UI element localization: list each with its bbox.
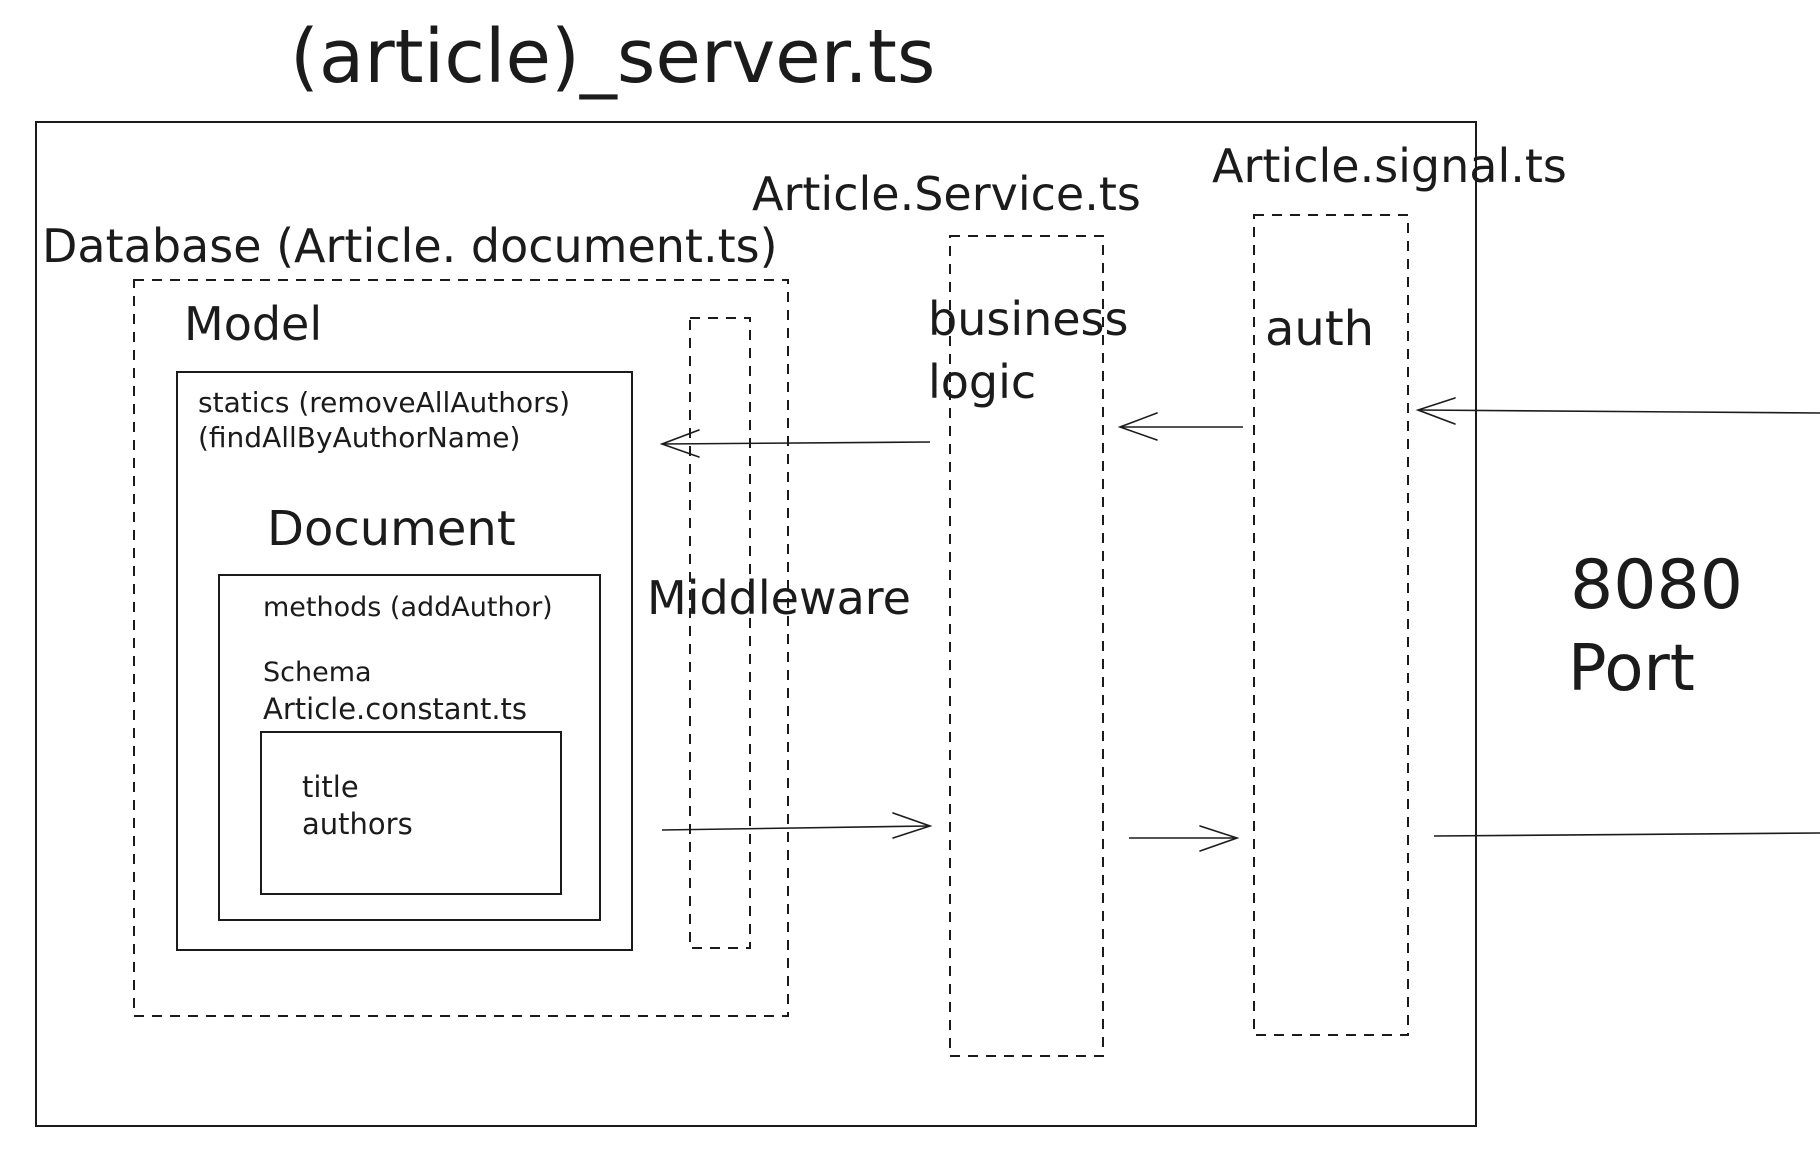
- statics-line-1: statics (removeAllAuthors): [198, 386, 570, 419]
- signal-file-label: Article.signal.ts: [1212, 139, 1567, 193]
- response-arrow-model-to-service: [661, 812, 933, 839]
- server-frame: [35, 121, 1477, 1127]
- database-container: [133, 279, 789, 1017]
- schema-label: Schema: [263, 657, 372, 688]
- field-title: title: [302, 770, 359, 804]
- request-arrow-service-to-model: [659, 429, 931, 458]
- business-logic-line-1: business: [928, 292, 1129, 346]
- port-label: Port: [1568, 632, 1695, 706]
- auth-label: auth: [1265, 301, 1374, 357]
- diagram-title: (article)_server.ts: [290, 14, 935, 100]
- service-column: [949, 235, 1104, 1057]
- service-file-label: Article.Service.ts: [752, 167, 1141, 221]
- statics-line-2: (findAllByAuthorName): [198, 421, 520, 454]
- middleware-label: Middleware: [647, 571, 911, 625]
- response-line-auth-to-port: [1433, 832, 1820, 837]
- database-label: Database (Article. document.ts): [42, 219, 778, 273]
- port-number: 8080: [1570, 546, 1743, 625]
- business-logic-line-2: logic: [928, 355, 1036, 409]
- document-label: Document: [267, 501, 516, 557]
- statics-box: [176, 371, 633, 951]
- schema-file-label: Article.constant.ts: [263, 692, 527, 726]
- methods-box: [218, 574, 601, 921]
- methods-label: methods (addAuthor): [263, 592, 553, 623]
- model-label: Model: [184, 297, 322, 351]
- schema-fields-box: [260, 731, 562, 895]
- field-authors: authors: [302, 807, 413, 841]
- response-arrow-service-to-auth: [1129, 825, 1240, 852]
- request-arrow-auth-to-service: [1117, 412, 1243, 441]
- middleware-column: [689, 317, 751, 949]
- auth-column: [1253, 214, 1409, 1036]
- request-arrow-port-to-auth: [1415, 397, 1820, 425]
